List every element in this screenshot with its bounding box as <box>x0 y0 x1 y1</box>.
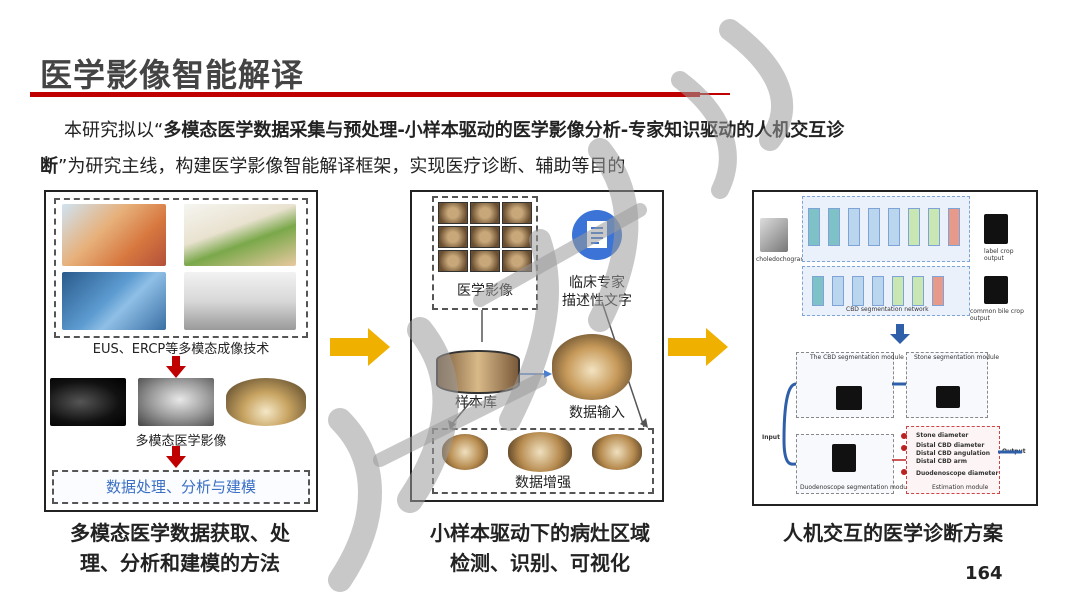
page-number: 164 <box>965 563 1003 584</box>
stone-module-label: Stone segmentation module <box>914 354 1000 361</box>
stone-diameter-label: Stone diameter <box>916 432 969 439</box>
distal-arm-label: Distal CBD arm <box>916 458 967 465</box>
ercp-illustration <box>62 272 166 330</box>
distal-diameter-label: Distal CBD diameter <box>916 442 985 449</box>
sample-library-label: 样本库 <box>455 395 497 411</box>
estimation-module-box <box>906 426 1000 494</box>
segmentation-network-diagram: choledochogram CBD segmentation network … <box>756 194 1032 322</box>
cbd-mask <box>836 386 862 410</box>
intro-suffix: ”为研究主线，构建医学影像智能解译框架，实现医疗诊断、辅助等目的 <box>58 156 626 177</box>
panel3-caption-line1: 人机交互的医学诊断方案 <box>783 521 1003 545</box>
endoscopy-image <box>226 378 306 426</box>
intro-bold-1: 多模态医学数据采集与预处理-小样本驱动的医学影像分析-专家知识驱动的人机交互诊 <box>163 120 845 141</box>
eus-image <box>50 378 126 426</box>
output-mask-2 <box>984 276 1008 304</box>
anatomy-image-1 <box>62 204 166 266</box>
flow-arrow-icon <box>668 328 728 366</box>
layer-block <box>912 276 924 306</box>
duodenoscope-module-label: Duodenoscope segmentation module <box>800 484 913 491</box>
layer-block <box>932 276 944 306</box>
pipeline-connectors <box>782 382 1022 475</box>
imaging-tech-caption: EUS、ERCP等多模态成像技术 <box>92 342 270 357</box>
title-underline-thin <box>700 93 730 95</box>
data-processing-label: 数据处理、分析与建模 <box>105 478 256 496</box>
layer-block <box>808 208 820 246</box>
layer-block <box>852 276 864 306</box>
data-augmentation-label: 数据增强 <box>515 475 571 491</box>
panel3-bottom-caption: 人机交互的医学诊断方案 <box>752 518 1034 548</box>
layer-block <box>892 276 904 306</box>
output-label-2: common bile crop output <box>970 308 1024 322</box>
cbd-network-label: CBD segmentation network <box>846 306 929 313</box>
page-title: 医学影像智能解译 <box>40 56 305 94</box>
cbd-module-label: The CBD segmentation module <box>810 354 904 361</box>
layer-block <box>928 208 940 246</box>
title-underline <box>30 92 700 97</box>
thumbnail <box>438 250 468 272</box>
intro-prefix: 本研究拟以“ <box>64 120 164 141</box>
layer-block <box>908 208 920 246</box>
intro-paragraph: 本研究拟以“多模态医学数据采集与预处理-小样本驱动的医学影像分析-专家知识驱动的… <box>40 113 1040 185</box>
multimodal-images-caption: 多模态医学影像 <box>135 434 227 449</box>
choledochogram-label: choledochogram <box>756 256 807 263</box>
layer-block <box>832 276 844 306</box>
down-arrow-icon <box>166 456 186 468</box>
data-input-image <box>552 334 632 400</box>
data-augmentation-group: 数据增强 <box>432 428 654 494</box>
intro-bold-2: 断 <box>40 156 58 177</box>
thumbnail <box>438 226 468 248</box>
stone-module-box <box>906 352 988 418</box>
sample-library-cylinder <box>436 350 520 394</box>
input-label: Input <box>762 434 780 441</box>
ercp-xray-image <box>138 378 214 426</box>
endoscope-equipment-image <box>184 272 296 330</box>
layer-block <box>812 276 824 306</box>
distal-angulation-label: Distal CBD angulation <box>916 450 991 457</box>
red-arrow-stem-1 <box>172 356 180 366</box>
panel-multimodal-data: EUS、ERCP等多模态成像技术 多模态医学影像 数据处理、分析与建模 <box>44 190 318 512</box>
layer-block <box>848 208 860 246</box>
duodenoscope-diameter-label: Duodenoscope diameter <box>916 470 999 477</box>
layer-block <box>948 208 960 246</box>
anatomy-image-2 <box>184 204 296 266</box>
panel1-caption-line2: 理、分析和建模的方法 <box>80 551 280 575</box>
duodenoscope-mask <box>832 444 856 472</box>
estimation-module-label: Estimation module <box>932 484 989 491</box>
augmented-image <box>442 434 488 470</box>
stone-mask <box>936 386 960 408</box>
thumbnail <box>438 202 468 224</box>
diagnosis-pipeline-diagram: Input The CBD segmentation module Stone … <box>756 348 1032 500</box>
flow-arrow-icon <box>330 328 390 366</box>
output-mask-1 <box>984 214 1008 244</box>
panel1-bottom-caption: 多模态医学数据获取、处 理、分析和建模的方法 <box>30 518 330 578</box>
augmented-image <box>592 434 642 470</box>
panel1-caption-line1: 多模态医学数据获取、处 <box>70 521 290 545</box>
layer-block <box>872 276 884 306</box>
output-label-1: label crop output <box>984 248 1014 262</box>
panel2-caption-line2: 检测、识别、可视化 <box>450 551 630 575</box>
panel-diagnosis-scheme: choledochogram CBD segmentation network … <box>752 190 1038 506</box>
panel2-caption-line1: 小样本驱动下的病灶区域 <box>430 521 650 545</box>
panel-small-sample-analysis: 医学影像 临床专家 描述性文字 样本库 数据输入 数据增强 <box>410 190 664 502</box>
down-arrow-icon <box>890 324 910 344</box>
red-arrow-stem-2 <box>172 446 180 456</box>
layer-block <box>888 208 900 246</box>
data-input-label: 数据输入 <box>569 405 625 421</box>
choledochogram-image <box>760 218 788 252</box>
augmented-image <box>508 432 572 472</box>
down-arrow-icon <box>166 366 186 378</box>
data-processing-box: 数据处理、分析与建模 <box>52 470 310 504</box>
layer-block <box>828 208 840 246</box>
panel2-bottom-caption: 小样本驱动下的病灶区域 检测、识别、可视化 <box>395 518 685 578</box>
imaging-tech-group <box>54 198 308 338</box>
layer-block <box>868 208 880 246</box>
